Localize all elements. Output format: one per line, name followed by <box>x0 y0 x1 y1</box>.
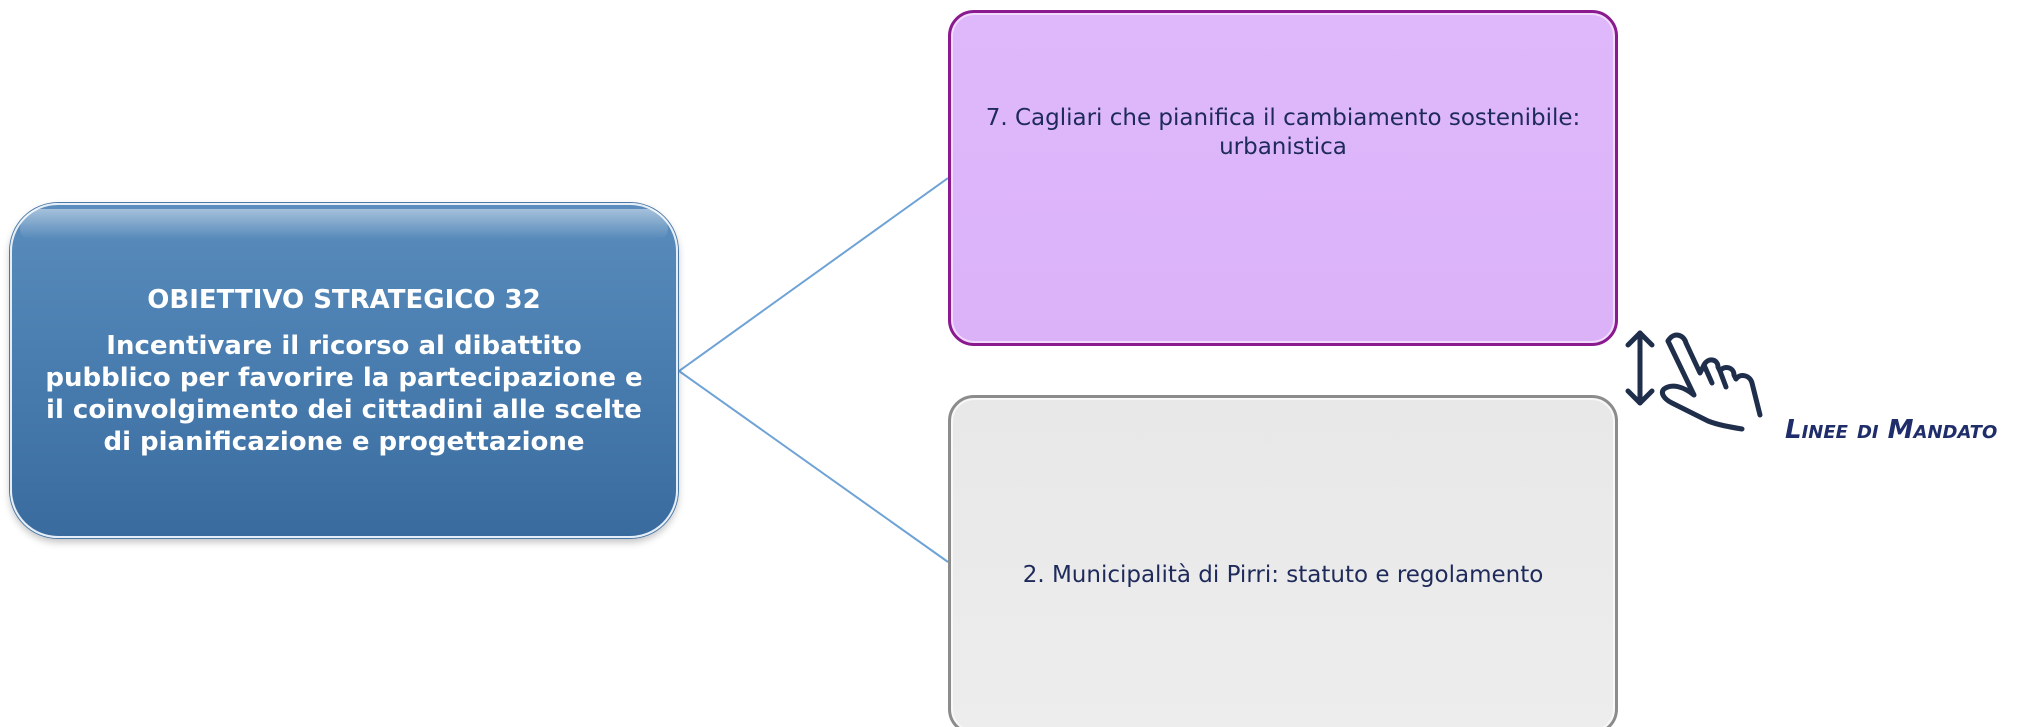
linked-item-box-1[interactable]: 7. Cagliari che pianifica il cambiamento… <box>948 10 1618 346</box>
linked-item-label-1: 7. Cagliari che pianifica il cambiamento… <box>985 105 1581 160</box>
swipe-vertical-hand-icon <box>1625 330 1763 432</box>
strategic-objective-box: OBIETTIVO STRATEGICO 32 Incentivare il r… <box>10 203 678 538</box>
linee-di-mandato-label: Linee di Mandato <box>1785 415 1997 445</box>
linked-item-box-2[interactable]: 2. Municipalità di Pirri: statuto e rego… <box>948 395 1618 727</box>
connector-to-item-1 <box>678 177 949 372</box>
objective-description: Incentivare il ricorso al dibattito pubb… <box>45 330 643 457</box>
linee-di-mandato-text: Linee di Mandato <box>1785 415 1998 445</box>
linked-item-label-2: 2. Municipalità di Pirri: statuto e rego… <box>1022 561 1544 588</box>
connector-to-item-2 <box>678 370 949 563</box>
objective-title: OBIETTIVO STRATEGICO 32 <box>147 284 541 315</box>
